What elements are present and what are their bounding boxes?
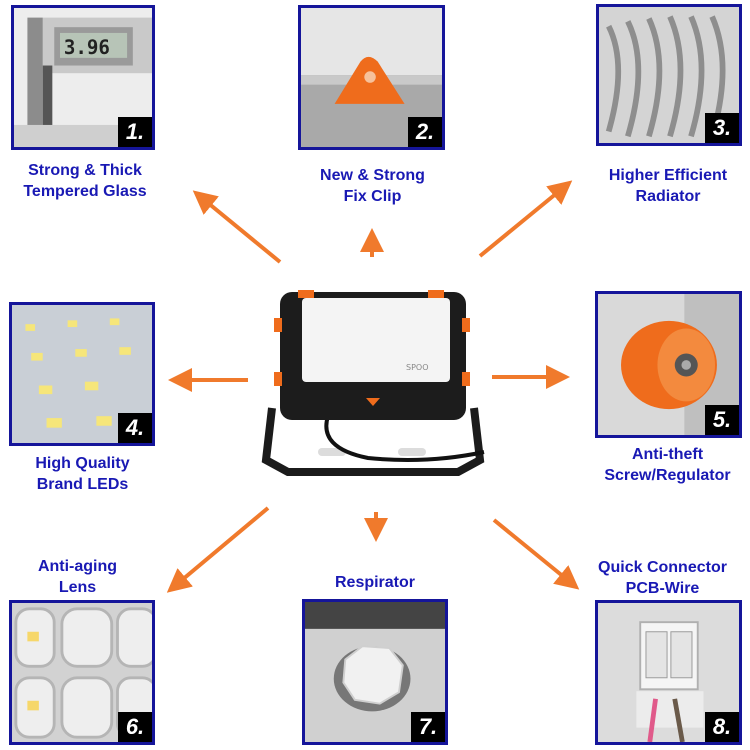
feature-2-caption-line2: Fix Clip: [343, 188, 402, 205]
feature-7-number: 7.: [411, 712, 445, 742]
feature-5-caption: Anti-theft Screw/Regulator: [585, 444, 750, 486]
feature-7-photo: 7.: [302, 599, 448, 745]
feature-8-number: 8.: [705, 712, 739, 742]
feature-7-caption-line1: Respirator: [334, 574, 416, 591]
feature-5-photo: 5.: [595, 291, 742, 438]
feature-4-caption-line2: Brand LEDs: [36, 476, 129, 493]
feature-3-caption-line1: Higher Efficient: [608, 167, 728, 184]
feature-1-caption: Strong & Thick Tempered Glass: [0, 160, 170, 202]
feature-4-photo: 4.: [9, 302, 155, 446]
feature-2-caption-line1: New & Strong: [320, 167, 425, 184]
feature-5-number: 5.: [705, 405, 739, 435]
feature-2-caption: New & Strong Fix Clip: [285, 165, 460, 207]
feature-3-caption: Higher Efficient Radiator: [583, 165, 750, 207]
feature-8-caption: Quick Connector PCB-Wire: [575, 557, 750, 599]
feature-2-photo: 2.: [298, 5, 445, 150]
feature-5-caption-line1: Anti-theft: [631, 446, 704, 463]
feature-3-number: 3.: [705, 113, 739, 143]
feature-4-caption-line1: High Quality: [35, 455, 130, 472]
feature-8-caption-line2: PCB-Wire: [625, 580, 700, 597]
caliper-icon: 3.96: [14, 8, 152, 147]
feature-3-photo: 3.: [596, 4, 742, 146]
caliper-reading: 3.96: [64, 36, 110, 59]
feature-4-number: 4.: [118, 413, 152, 443]
feature-1-photo: 3.96 1.: [11, 5, 155, 150]
feature-5-caption-line2: Screw/Regulator: [604, 467, 731, 484]
feature-6-number: 6.: [118, 712, 152, 742]
feature-1-number: 1.: [118, 117, 152, 147]
arrow-to-feature-8: [492, 518, 580, 590]
feature-3-caption-line2: Radiator: [635, 188, 701, 205]
feature-8-photo: 8.: [595, 600, 742, 745]
arrow-to-feature-3: [478, 180, 573, 258]
feature-2-number: 2.: [408, 117, 442, 147]
arrow-to-feature-1: [192, 190, 282, 264]
respirator-valve-icon: [305, 602, 445, 742]
feature-6-photo: 6.: [9, 600, 155, 745]
feature-1-caption-line1: Strong & Thick: [28, 162, 142, 179]
feature-6-caption-line1: Anti-aging: [37, 558, 118, 575]
feature-7-caption: Respirator: [300, 572, 450, 593]
arrow-to-feature-6: [166, 506, 270, 593]
feature-1-caption-line2: Tempered Glass: [23, 183, 147, 200]
led-flood-light-icon: SPOO: [261, 290, 485, 476]
product-logo: SPOO: [406, 363, 429, 372]
feature-6-caption: Anti-aging Lens: [0, 556, 155, 598]
feature-8-caption-line1: Quick Connector: [598, 559, 727, 576]
feature-4-caption: High Quality Brand LEDs: [0, 453, 165, 495]
fix-clip-icon: [301, 8, 442, 147]
feature-6-caption-line2: Lens: [58, 579, 97, 596]
